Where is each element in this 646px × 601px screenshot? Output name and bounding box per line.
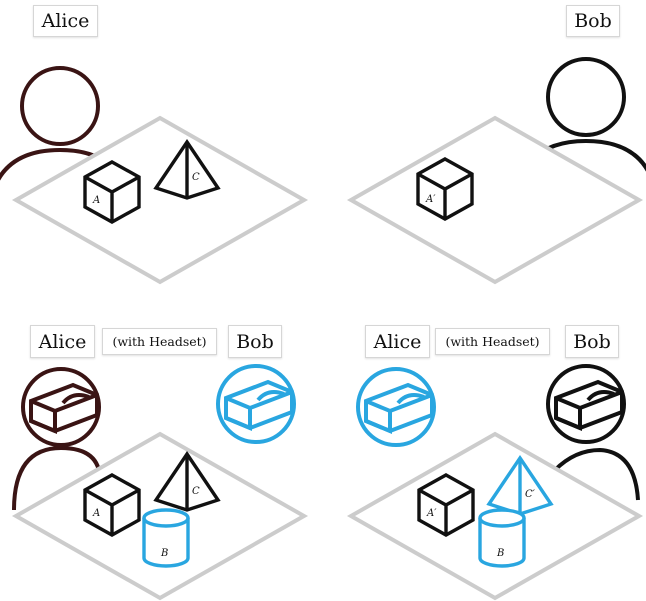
object-label-a-prime: A′ (426, 508, 437, 519)
object-label-c: C (192, 172, 200, 183)
cube-a-prime-top-right (416, 157, 474, 221)
cube-a-bottom-left (83, 473, 141, 537)
table-top-left (11, 115, 309, 285)
alice-label-bottom-left: Alice (30, 325, 95, 358)
alice-label-top: Alice (33, 5, 98, 37)
object-label-c-prime: C′ (525, 489, 536, 500)
alice-body-bottom-left (12, 445, 102, 511)
cube-a-prime-bottom-right (417, 473, 475, 537)
object-label-a: A (92, 508, 100, 519)
bob-headset-bottom-right (546, 364, 626, 444)
bob-body-bottom-right (553, 447, 640, 501)
object-label-b: B (496, 548, 504, 559)
object-label-c: C (192, 486, 200, 497)
bob-headset-bottom-left (216, 364, 296, 444)
headset-label-bottom-right: (with Headset) (435, 328, 550, 355)
bob-label-bottom-left: Bob (228, 325, 282, 358)
cube-a-top-left (83, 160, 141, 224)
object-label-b: B (160, 548, 168, 559)
table-top-right (346, 115, 644, 285)
alice-headset-bottom-left (21, 367, 101, 447)
object-label-a-prime: A′ (425, 194, 436, 205)
alice-label-bottom-right: Alice (365, 325, 430, 358)
bob-label-top: Bob (566, 5, 620, 37)
object-label-a: A (92, 195, 100, 206)
alice-headset-bottom-right (356, 367, 436, 447)
bob-label-bottom-right: Bob (565, 325, 619, 358)
headset-label-bottom-left: (with Headset) (102, 328, 217, 355)
